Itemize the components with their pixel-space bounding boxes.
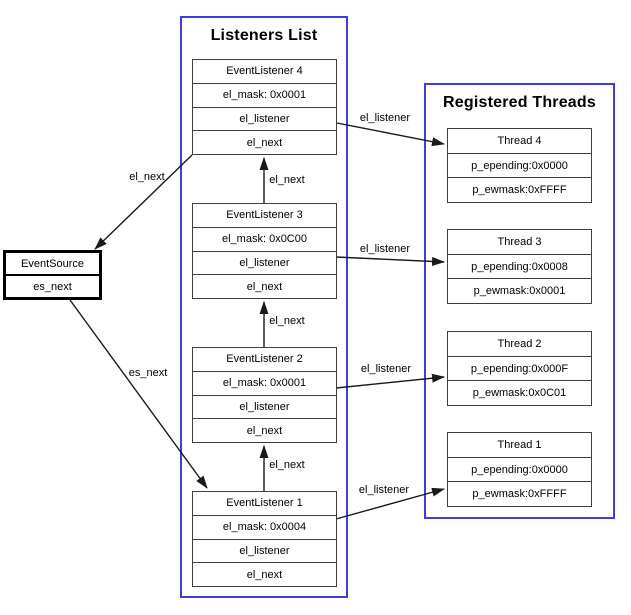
el-mask-field: el_mask: 0x0001 bbox=[193, 82, 336, 107]
registered-threads-panel: Registered Threads bbox=[424, 83, 615, 519]
thread-4-node: Thread 4 p_epending:0x0000 p_ewmask:0xFF… bbox=[447, 128, 592, 203]
edge-label-es-next: es_next bbox=[128, 367, 168, 379]
node-title: EventListener 4 bbox=[226, 65, 303, 78]
node-title: Thread 3 bbox=[497, 235, 542, 248]
thread-2-node: Thread 2 p_epending:0x000F p_ewmask:0x0C… bbox=[447, 331, 592, 406]
node-title: Thread 2 bbox=[497, 337, 542, 350]
event-listener-1-node: EventListener 1 el_mask: 0x0004 el_liste… bbox=[192, 491, 337, 587]
el-next-field: el_next bbox=[193, 274, 336, 298]
node-title: EventListener 3 bbox=[226, 209, 303, 222]
el-next-field: el_next bbox=[193, 418, 336, 442]
edge-label-el-next-el1-el2: el_next bbox=[269, 459, 305, 471]
thread-3-node: Thread 3 p_epending:0x0008 p_ewmask:0x00… bbox=[447, 229, 592, 304]
node-title: Thread 4 bbox=[497, 134, 542, 147]
edge-label-el-listener-t1: el_listener bbox=[358, 484, 410, 496]
p-ewmask-field: p_ewmask:0xFFFF bbox=[448, 177, 591, 202]
edge-label-el-listener-t4: el_listener bbox=[359, 112, 411, 124]
el-mask-field: el_mask: 0x0001 bbox=[193, 370, 336, 395]
edge-label-el-next-to-source: el_next bbox=[129, 171, 165, 183]
thread-1-node: Thread 1 p_epending:0x0000 p_ewmask:0xFF… bbox=[447, 432, 592, 507]
event-source-title: EventSource bbox=[21, 257, 84, 270]
p-ewmask-field: p_ewmask:0x0001 bbox=[448, 278, 591, 303]
el-listener-field: el_listener bbox=[193, 538, 336, 563]
p-ewmask-field: p_ewmask:0xFFFF bbox=[448, 481, 591, 506]
p-epending-field: p_epending:0x0000 bbox=[448, 152, 591, 178]
p-ewmask-field: p_ewmask:0x0C01 bbox=[448, 380, 591, 405]
node-title: EventListener 1 bbox=[226, 497, 303, 510]
edge-label-el-listener-t2: el_listener bbox=[360, 363, 412, 375]
el-listener-field: el_listener bbox=[193, 250, 336, 275]
p-epending-field: p_epending:0x0008 bbox=[448, 253, 591, 279]
es-next-field: es_next bbox=[6, 274, 99, 297]
event-listener-3-node: EventListener 3 el_mask: 0x0C00 el_liste… bbox=[192, 203, 337, 299]
el-mask-field: el_mask: 0x0C00 bbox=[193, 226, 336, 251]
edge-label-el-next-el3-el4: el_next bbox=[269, 174, 305, 186]
el-listener-field: el_listener bbox=[193, 106, 336, 131]
edge-label-el-next-el2-el3: el_next bbox=[269, 315, 305, 327]
el-next-field: el_next bbox=[193, 562, 336, 586]
p-epending-field: p_epending:0x0000 bbox=[448, 456, 591, 482]
node-title: EventListener 2 bbox=[226, 353, 303, 366]
p-epending-field: p_epending:0x000F bbox=[448, 355, 591, 381]
el-listener-field: el_listener bbox=[193, 394, 336, 419]
el-next-field: el_next bbox=[193, 130, 336, 154]
edge-label-el-listener-t3: el_listener bbox=[359, 243, 411, 255]
event-listener-2-node: EventListener 2 el_mask: 0x0001 el_liste… bbox=[192, 347, 337, 443]
registered-threads-title: Registered Threads bbox=[443, 94, 596, 111]
node-title: Thread 1 bbox=[497, 438, 542, 451]
listeners-list-title: Listeners List bbox=[210, 27, 318, 44]
event-source-node: EventSource es_next bbox=[3, 250, 102, 300]
el-mask-field: el_mask: 0x0004 bbox=[193, 514, 336, 539]
arrow-el4-to-eventsource bbox=[94, 154, 193, 250]
event-listener-4-node: EventListener 4 el_mask: 0x0001 el_liste… bbox=[192, 59, 337, 155]
